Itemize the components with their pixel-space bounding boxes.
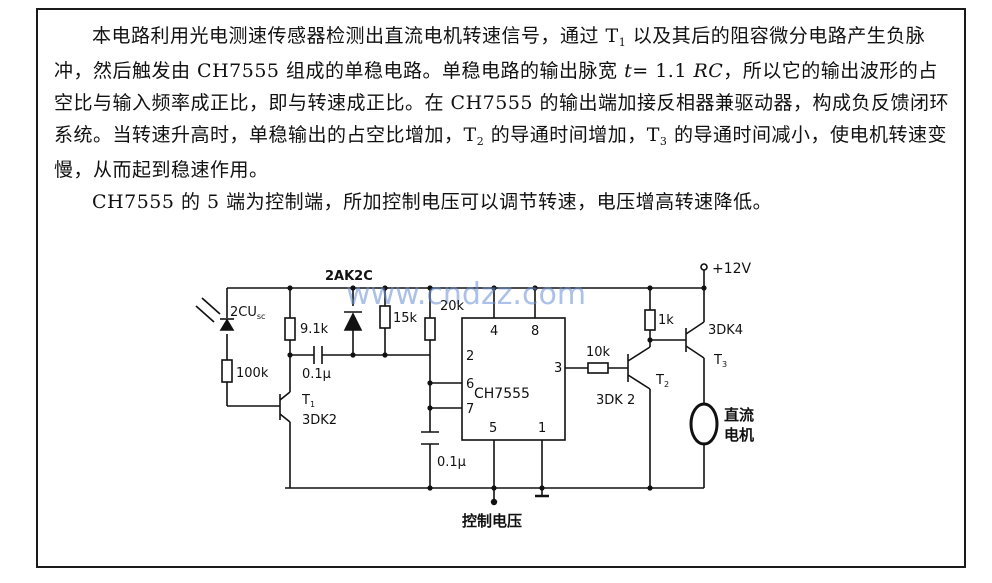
supply-terminal xyxy=(700,263,708,271)
ic-name-label: CH7555 xyxy=(474,386,530,402)
diode-label: 2AK2C xyxy=(325,269,373,284)
para1-part3: ，所以它的输出波形的占空比与输入频率成正比，即与转速成正比。在 CH7555 的… xyxy=(54,60,950,146)
t2-subscript: 2 xyxy=(476,135,485,148)
resistor-1k xyxy=(644,309,656,331)
photodiode-label: 2CUsc xyxy=(230,305,265,321)
photodiode-symbol xyxy=(219,318,235,331)
para1-part2: 以及其后的阻容微分电路产生负脉冲，然后触发由 CH7555 组成的单稳电路。单稳… xyxy=(54,25,926,82)
r-100k-label: 100k xyxy=(236,366,269,381)
t1-label: T1 xyxy=(301,393,315,409)
ic-pin1-label: 1 xyxy=(538,421,546,436)
r-15k-label: 15k xyxy=(393,311,418,326)
resistor-9-1k xyxy=(284,317,296,341)
ic-pin6-label: 6 xyxy=(466,377,474,392)
resistor-10k xyxy=(587,362,609,374)
t3-label: T3 xyxy=(713,353,727,369)
paragraph-2: CH7555 的 5 端为控制端，所加控制电压可以调节转速，电压增高转速降低。 xyxy=(92,191,773,213)
r-1k-label: 1k xyxy=(658,313,674,328)
ic-pin2-label: 2 xyxy=(466,349,474,364)
r-20k-label: 20k xyxy=(440,299,465,314)
c2-label: 0.1μ xyxy=(437,455,466,470)
light-arrow-2 xyxy=(201,297,221,315)
r-9-1k-label: 9.1k xyxy=(300,322,329,337)
figure-frame xyxy=(36,8,966,568)
formula-t: t xyxy=(624,60,633,82)
control-voltage-label: 控制电压 xyxy=(462,512,522,530)
t2-label: T2 xyxy=(655,373,669,389)
ic-pin4-label: 4 xyxy=(490,324,498,339)
resistor-100k xyxy=(221,359,233,383)
dc-motor xyxy=(689,402,719,446)
t1-model-label: 3DK2 xyxy=(302,413,337,428)
ic-pin5-label: 5 xyxy=(489,421,497,436)
t3-model-label: 3DK4 xyxy=(708,323,743,338)
motor-label-line2: 电机 xyxy=(724,426,754,444)
motor-label-line1: 直流 xyxy=(724,406,754,424)
c1-label: 0.1μ xyxy=(302,367,331,382)
para1-part4: 的导通时间增加，T xyxy=(484,124,660,146)
junction-dots xyxy=(287,285,707,506)
diode-2ak2c xyxy=(343,312,363,331)
formula-rc: RC xyxy=(693,60,724,82)
circuit-labels: +12V 2CUsc 2AK2C 100k 9.1k 15k 20k 10k 1… xyxy=(230,261,754,530)
t3-subscript: 3 xyxy=(659,135,668,148)
r-10k-label: 10k xyxy=(586,345,611,360)
paragraph-1: 本电路利用光电测速传感器检测出直流电机转速信号，通过 T1 以及其后的阻容微分电… xyxy=(54,20,954,186)
t1-subscript: 1 xyxy=(618,36,627,49)
components xyxy=(195,263,719,498)
ic-pin3-label: 3 xyxy=(554,361,562,376)
ic-ch7555 xyxy=(461,317,566,441)
resistor-20k xyxy=(424,317,436,341)
para1-part5: 的导通时间减小，使电机转速变慢，从而起到稳速作用。 xyxy=(54,124,947,181)
supply-label: +12V xyxy=(712,261,752,277)
resistor-15k xyxy=(379,305,391,329)
t2-model-label: 3DK 2 xyxy=(596,393,635,408)
description-text: 本电路利用光电测速传感器检测出直流电机转速信号，通过 T1 以及其后的阻容微分电… xyxy=(54,20,954,218)
light-arrow-1 xyxy=(195,305,215,323)
formula-mid: = 1.1 xyxy=(632,60,694,82)
watermark-text: www.cndzz.com xyxy=(346,277,586,312)
para1-part1: 本电路利用光电测速传感器检测出直流电机转速信号，通过 T xyxy=(92,25,619,47)
ic-pin8-label: 8 xyxy=(531,324,539,339)
ic-pin7-label: 7 xyxy=(466,402,474,417)
